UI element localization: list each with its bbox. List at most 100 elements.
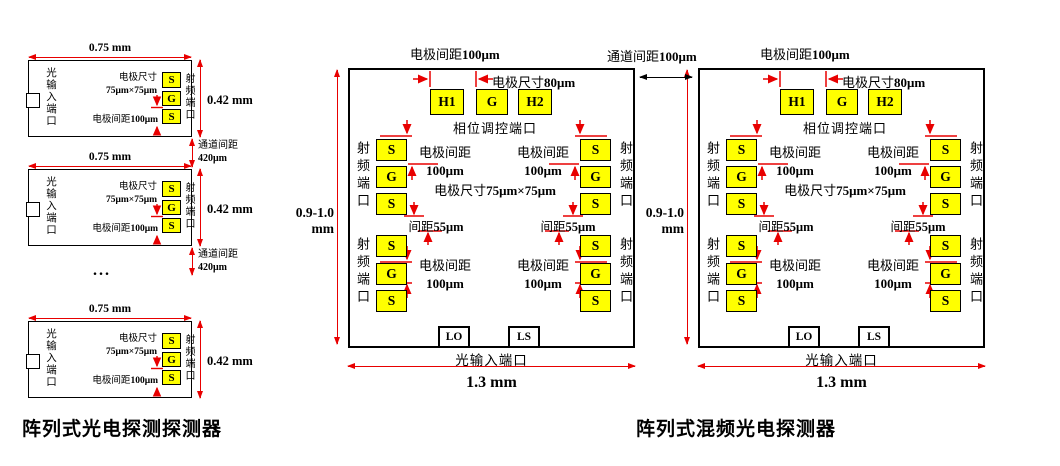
mixer-pd-channel-2: 电极间距100μm 0.9-1.0 mm [646,47,986,398]
top-electrode-spacing-label: 电极间距100μm [760,47,850,62]
s-pad: S [930,139,961,161]
s-pad: S [726,235,757,257]
chip-height-dimension-arrow [196,59,203,138]
optical-input-port-square [26,93,40,108]
left-figure-caption: 阵列式光电探测探测器 [22,419,223,440]
h1-pad: H1 [430,89,464,115]
optical-input-port-label: 光输入端口 [45,176,56,236]
rf-port-label: 射频端口 [618,237,633,307]
chip-width-dimension-label: 1.3 mm [816,374,867,391]
chip-height-dimension-label: 0.42 mm [207,354,253,368]
mixer-chip-outline: 电极尺寸80μm H1 G H2 相位调控端口 射频端口 射频端口 射频端口 射… [698,68,985,348]
s-pad: S [930,193,961,215]
s-pad: S [726,193,757,215]
chip-height-dimension-label: 0.9-1.0 mm [295,205,334,236]
chip-height-dimension-arrow [333,69,340,345]
rf-port-label: 射频端口 [355,237,370,307]
chip-width-dimension-label: 1.3 mm [466,374,517,391]
rf-port-label: 射频端口 [183,73,194,121]
phase-control-port-label: 相位调控端口 [452,121,537,136]
g-pad: G [930,166,961,188]
rf-port-label: 射频端口 [355,141,370,211]
g-pad: G [726,263,757,285]
rf-port-label: 射频端口 [618,141,633,211]
s-pad: S [580,235,611,257]
s-pad: S [726,139,757,161]
ls-port-box: LS [858,326,890,348]
g-pad: G [162,352,181,367]
electrode-spacing-label: 电极间距 100μm [866,145,919,178]
chip-height-dimension-arrow [196,320,203,399]
lo-port-box: LO [788,326,820,348]
channel-spacing-label: 通道间距 420μm [198,140,238,164]
h2-pad: H2 [868,89,902,115]
g-pad: G [476,89,508,115]
g-pad: G [376,166,407,188]
optical-input-port-label: 光输入端口 [45,67,56,127]
s-pad: S [376,235,407,257]
optical-input-port-label: 光输入端口 [455,353,528,368]
chip-width-dimension-arrow [347,362,636,369]
chip-width-dimension-label: 0.75 mm [88,42,132,54]
channel-spacing-arrow [188,247,195,276]
rf-port-label: 射频端口 [968,141,983,211]
phase-control-port-label: 相位调控端口 [802,121,887,136]
right-figure-caption: 阵列式混频光电探测器 [636,419,837,440]
chip-width-dimension-arrow [28,53,192,60]
electrode-spacing-label: 电极间距 100μm [516,258,569,291]
s-pad: S [162,109,181,124]
s-pad: S [162,370,181,385]
chip-width-dimension-label: 0.75 mm [88,303,132,315]
electrode-size-label: 电极尺寸 75μm×75μm [105,73,157,96]
channel-spacing-label: 通道间距100μm [607,49,697,64]
g-pad: G [930,263,961,285]
s-pad: S [580,193,611,215]
channel-spacing-label: 通道间距 420μm [198,249,238,273]
lo-port-box: LO [438,326,470,348]
rf-port-label: 射频端口 [705,237,720,307]
g-pad: G [580,263,611,285]
pd-array-channel-3: 0.75 mm 光输入端口 电极尺寸 75μm×75μm 电极间距100μm S… [26,303,278,405]
optical-input-port-label: 光输入端口 [805,353,878,368]
s-pad: S [930,290,961,312]
channels-ellipsis: ... [93,262,111,279]
g-pad: G [726,166,757,188]
chip-height-dimension-arrow [196,168,203,247]
h2-pad: H2 [518,89,552,115]
electrode-spacing-label: 电极间距 100μm [418,258,471,291]
s-pad: S [376,139,407,161]
electrode-spacing-label: 电极间距 100μm [768,145,821,178]
electrode-spacing-label: 电极间距 100μm [418,145,471,178]
chip-height-dimension-arrow [683,69,690,345]
s-pad: S [580,290,611,312]
s-pad: S [930,235,961,257]
row-spacing-label: 间距55μm [758,220,814,234]
electrode-spacing-label: 电极间距 100μm [866,258,919,291]
photodetector-chip-outline: 光输入端口 电极尺寸 75μm×75μm 电极间距100μm S G S 射频端… [26,321,194,398]
rf-port-label: 射频端口 [183,182,194,230]
mixer-chip-outline: 电极尺寸80μm H1 G H2 相位调控端口 射频端口 射频端口 射频端口 射… [348,68,635,348]
s-pad: S [162,72,181,88]
g-pad: G [826,89,858,115]
ls-port-box: LS [508,326,540,348]
chip-width-dimension-arrow [28,314,192,321]
top-electrode-size-label: 电极尺寸80μm [842,75,926,90]
electrode-size-label: 电极尺寸75μm×75μm [434,183,556,198]
optical-input-port-square [26,354,40,369]
electrode-size-label: 电极尺寸 75μm×75μm [105,182,157,205]
rf-port-label: 射频端口 [183,334,194,382]
chip-width-dimension-arrow [697,362,986,369]
electrode-size-label: 电极尺寸 75μm×75μm [105,334,157,357]
chip-height-dimension-label: 0.9-1.0 mm [645,205,684,236]
electrode-spacing-label: 电极间距100μm [92,376,158,386]
chip-height-dimension-label: 0.42 mm [207,93,253,107]
rf-port-label: 射频端口 [705,141,720,211]
optical-input-port-label: 光输入端口 [45,328,56,388]
pd-array-channel-2: 0.75 mm 光输入端口 电极尺寸 75μm×75μm 电极间距100μm S… [26,151,278,253]
s-pad: S [580,139,611,161]
electrode-spacing-label: 电极间距 100μm [768,258,821,291]
top-electrode-size-label: 电极尺寸80μm [492,75,576,90]
g-pad: G [162,91,181,106]
s-pad: S [162,333,181,349]
electrode-spacing-label: 电极间距100μm [92,224,158,234]
